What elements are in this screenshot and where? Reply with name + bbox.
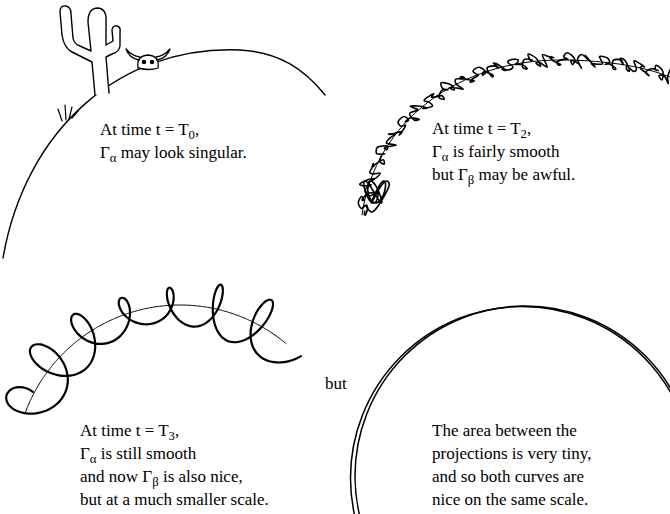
cactus [60,6,120,95]
grass-tuft [58,105,78,121]
looping-curve [6,285,301,414]
projection-arc [355,306,670,514]
panel-caption: The area between the projections is very… [432,419,596,511]
projection-arc [351,307,670,514]
rough-knot [364,181,389,212]
hill-arc [3,50,325,258]
connective-word: but [325,372,347,395]
smooth-arc [362,60,670,215]
rough-curve [358,53,670,215]
panel-caption: At time t = T3, Γα is still smooth and n… [80,419,269,511]
panel-caption: At time t = T2, Γα is fairly smooth but … [432,117,575,186]
smooth-arc [25,305,286,414]
skull [126,49,170,70]
panel-caption: At time t = T0, Γα may look singular. [100,118,247,164]
